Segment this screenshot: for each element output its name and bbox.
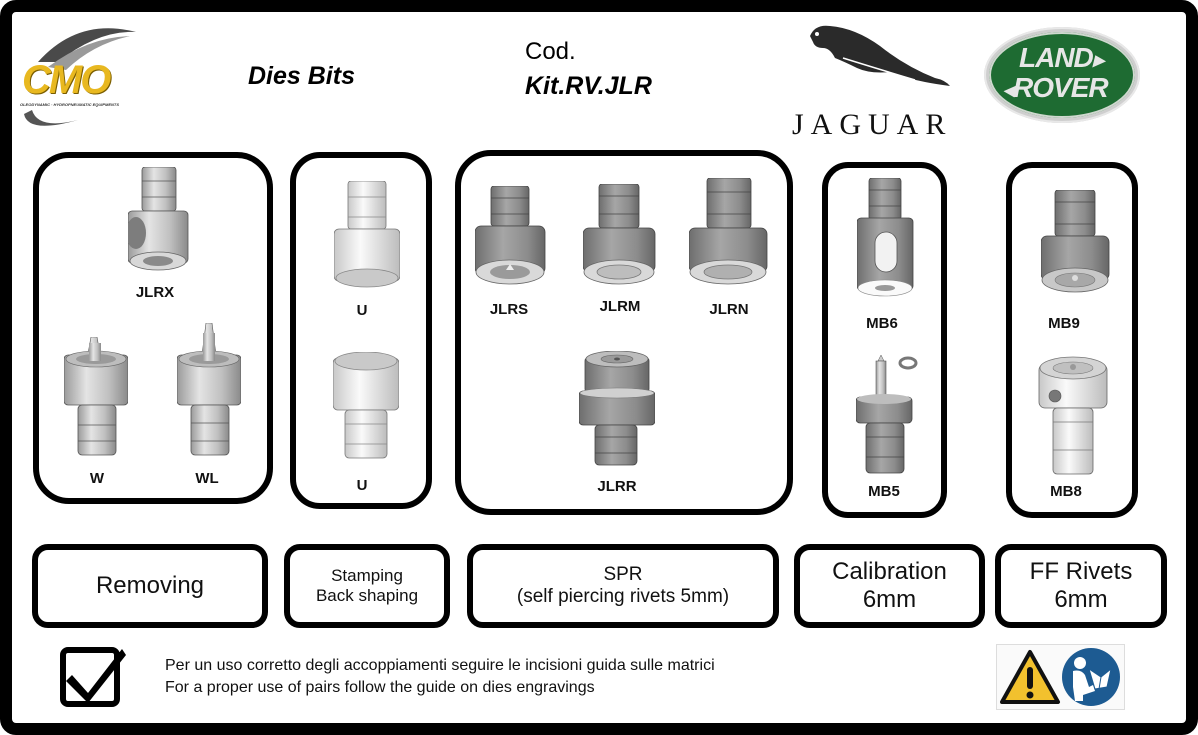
part-label-mb8: MB8 [1050, 483, 1082, 500]
part-label-jlrx: JLRX [135, 284, 175, 301]
part-label-u-top: U [356, 302, 368, 319]
landrover-line2: ◂ROVER [1003, 72, 1109, 103]
jaguar-leaper-icon [810, 25, 950, 86]
category-removing: Removing [32, 544, 268, 628]
landrover-logo: LAND▸ ◂ROVER [984, 27, 1140, 123]
cmo-logo: CMO OLEODYNAMIC · HYDROPNEUMATIC EQUIPME… [18, 22, 148, 132]
part-mb5 [856, 354, 918, 474]
category-stamping-line2: Back shaping [315, 586, 419, 605]
part-mb8 [1038, 356, 1108, 475]
note-english: For a proper use of pairs follow the gui… [165, 678, 595, 696]
category-spr-line2: (self piercing rivets 5mm) [516, 586, 730, 607]
part-wl [177, 323, 241, 456]
landrover-line1: LAND▸ [1019, 42, 1104, 73]
group-stamping [290, 152, 432, 509]
cmo-logo-text: CMO [22, 58, 111, 102]
safety-icons [996, 644, 1125, 710]
category-ff-rivets: FF Rivets 6mm [995, 544, 1167, 628]
part-label-u-bottom: U [356, 477, 368, 494]
part-mb9 [1041, 190, 1110, 293]
jaguar-wordmark: JAGUAR [792, 108, 953, 141]
part-jlrn [689, 178, 768, 285]
part-u-top [334, 181, 400, 288]
part-label-mb5: MB5 [868, 483, 900, 500]
part-label-jlrr: JLRR [597, 478, 637, 495]
cmo-logo-tagline: OLEODYNAMIC · HYDROPNEUMATIC EQUIPMENTS [20, 102, 120, 107]
jaguar-logo: JAGUAR [785, 18, 975, 148]
read-manual-icon [1062, 648, 1120, 706]
landrover-text-rover: ROVER [1013, 72, 1109, 103]
category-ff-rivets-line2: 6mm [1054, 586, 1108, 613]
group-calibration [822, 162, 947, 518]
part-u-bottom [333, 352, 399, 459]
category-calibration-line2: 6mm [862, 586, 917, 613]
group-spr [455, 150, 793, 515]
part-label-jlrs: JLRS [489, 301, 529, 318]
part-jlrs [475, 186, 546, 285]
part-label-jlrn: JLRN [709, 301, 749, 318]
group-removing [33, 152, 273, 504]
category-removing-line1: Removing [95, 572, 205, 600]
part-jlrr [579, 351, 655, 466]
landrover-text-land: LAND [1019, 42, 1094, 73]
part-mb6 [857, 178, 914, 297]
part-label-w: W [89, 470, 105, 487]
note-italian: Per un uso corretto degli accoppiamenti … [165, 657, 715, 674]
group-ff-rivets [1006, 162, 1138, 518]
code-label: Cod. [525, 38, 576, 65]
category-stamping: Stamping Back shaping [284, 544, 450, 628]
category-spr: SPR (self piercing rivets 5mm) [467, 544, 779, 628]
landrover-oval: LAND▸ ◂ROVER [989, 32, 1135, 118]
part-jlrx [128, 167, 189, 271]
checkbox-checked-icon [60, 647, 126, 707]
instructions-note: Per un uso corretto degli accoppiamenti … [165, 655, 715, 698]
category-ff-rivets-line1: FF Rivets [1029, 558, 1133, 586]
warning-triangle-icon [1000, 650, 1060, 704]
category-calibration: Calibration 6mm [794, 544, 985, 628]
cmo-swoosh-icon [24, 28, 136, 126]
part-label-mb9: MB9 [1048, 315, 1080, 332]
page-title: Dies Bits [248, 62, 355, 90]
part-label-wl: WL [195, 470, 219, 487]
category-spr-line1: SPR [603, 564, 643, 586]
part-label-mb6: MB6 [866, 315, 898, 332]
category-calibration-line1: Calibration [832, 558, 947, 586]
part-jlrm [583, 184, 656, 285]
part-w [64, 337, 128, 456]
code-value: Kit.RV.JLR [525, 72, 652, 100]
part-label-jlrm: JLRM [599, 298, 641, 315]
category-stamping-line1: Stamping [331, 566, 403, 586]
